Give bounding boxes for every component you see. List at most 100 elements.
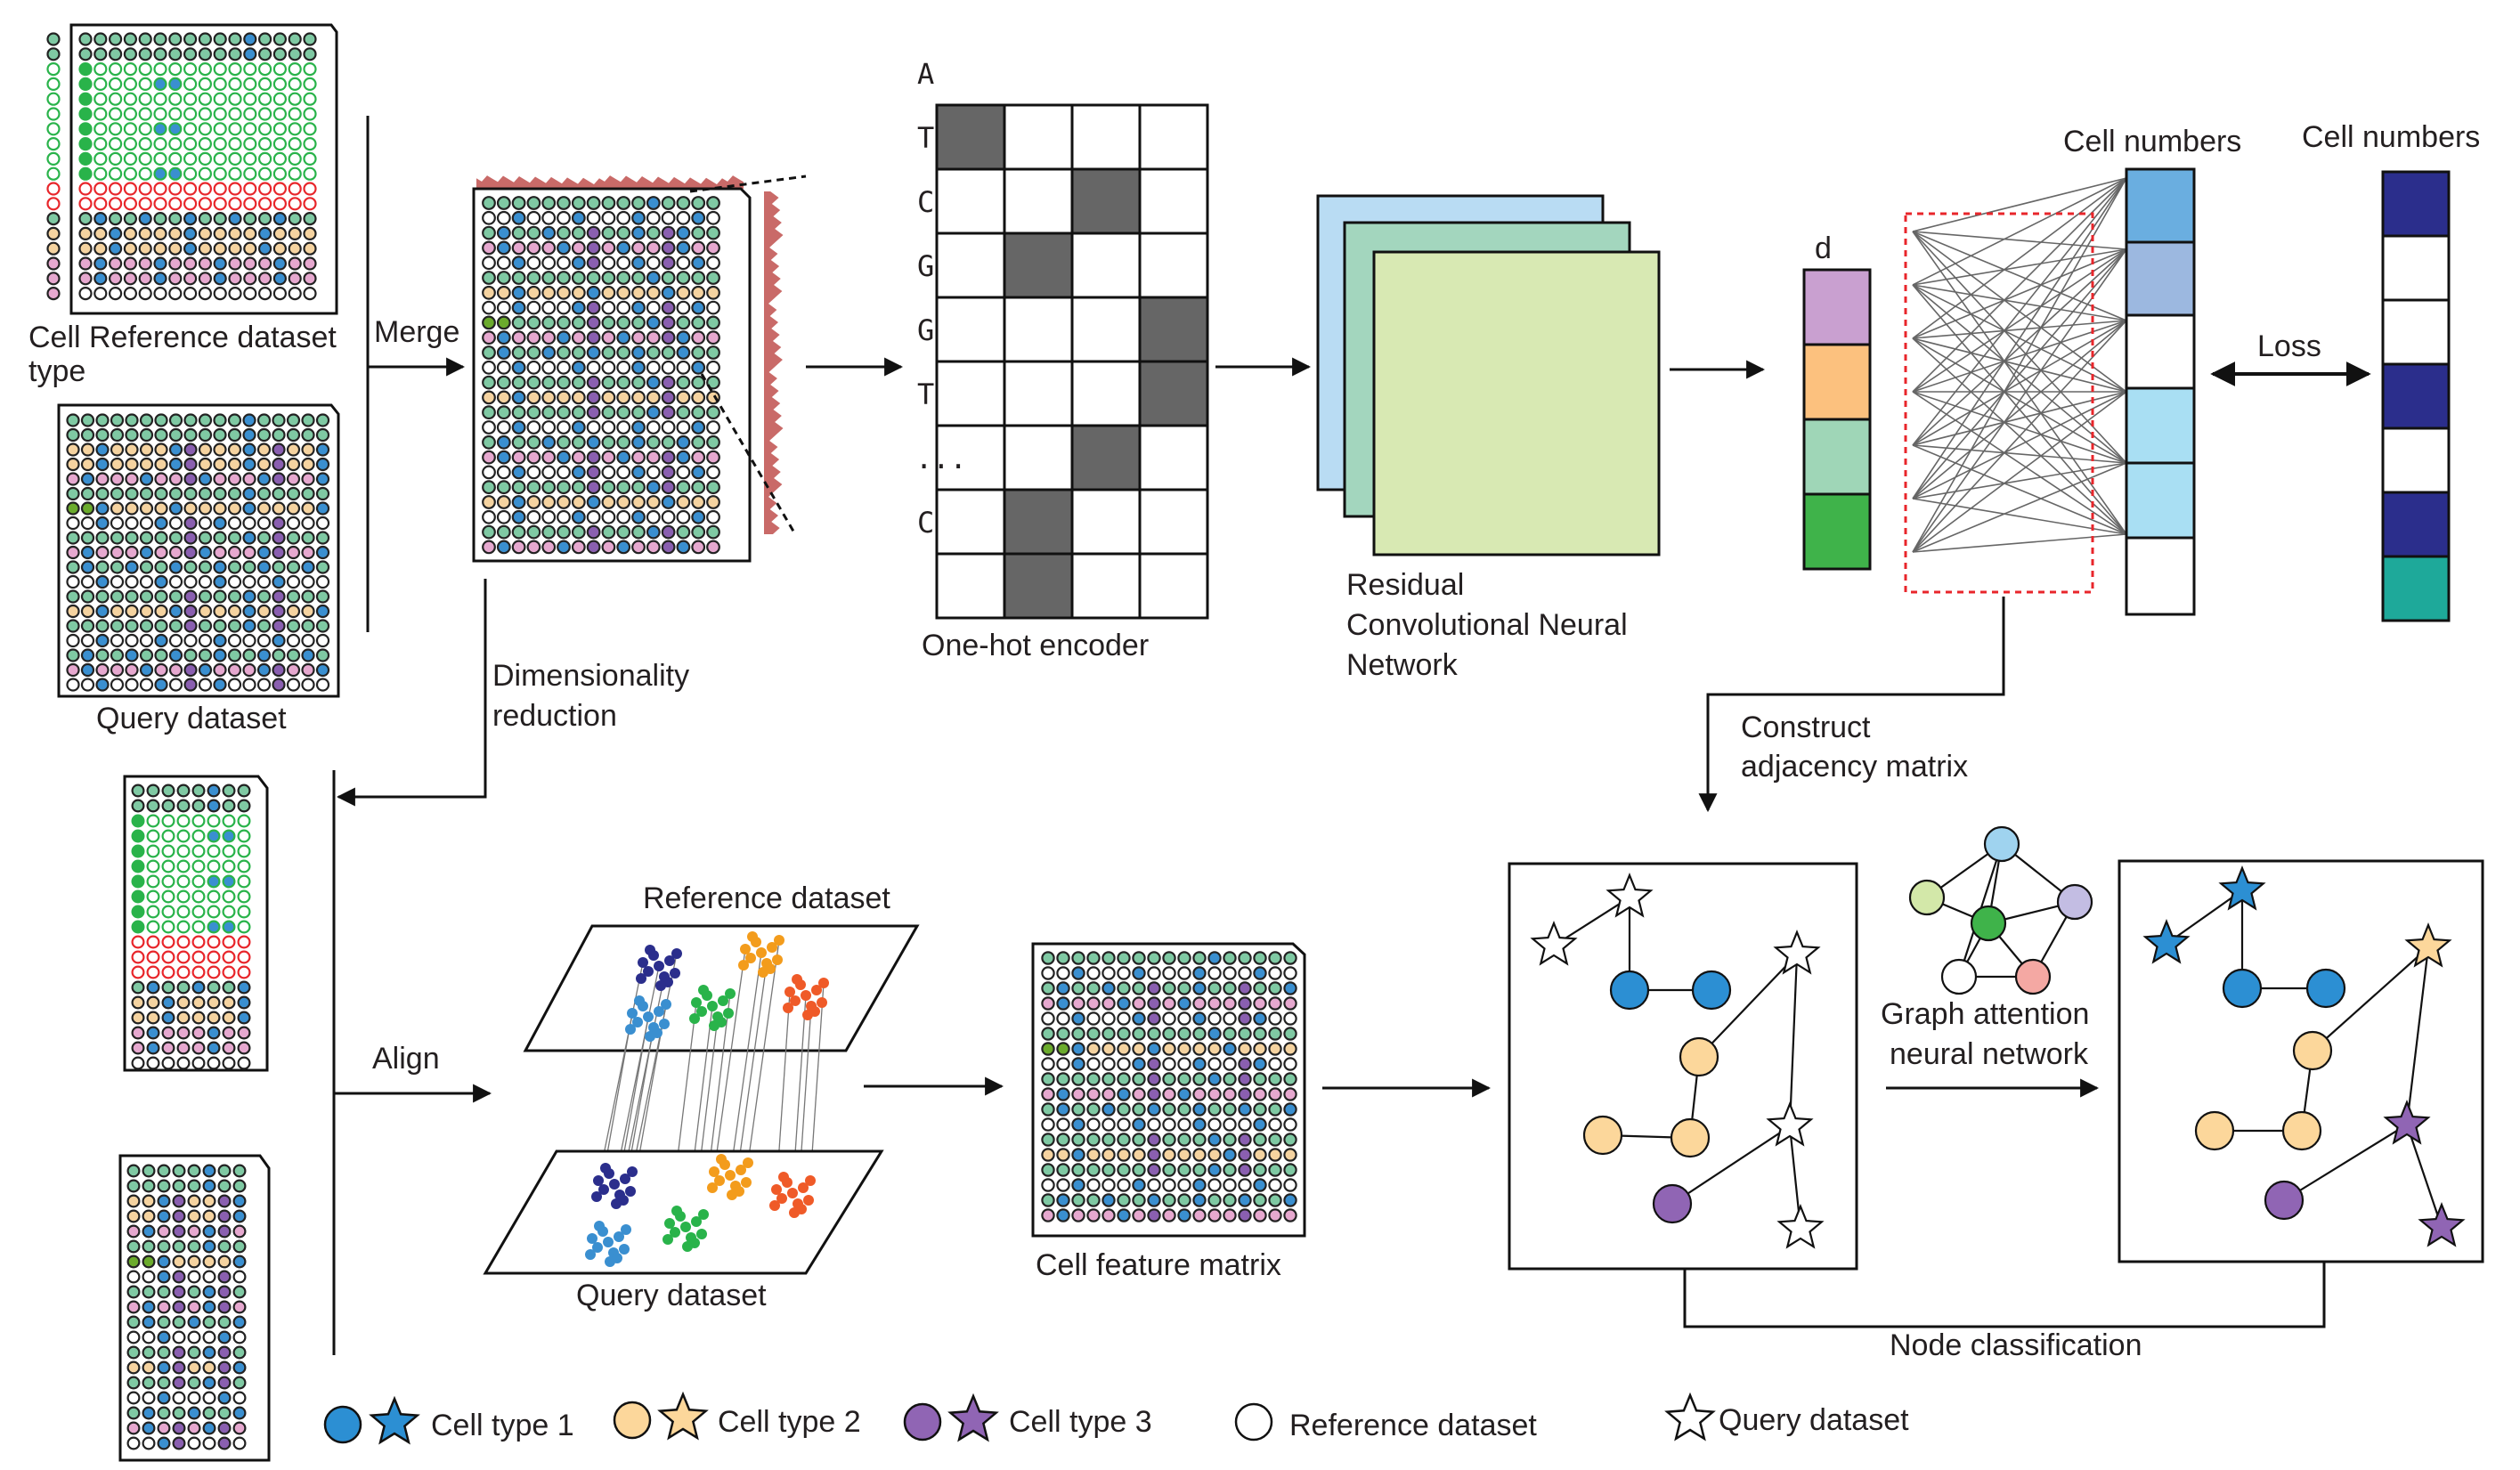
matrix-dot	[1268, 1148, 1282, 1162]
matrix-dot	[256, 443, 272, 457]
matrix-dot	[232, 1209, 247, 1223]
matrix-dot	[1192, 966, 1207, 980]
matrix-dot	[66, 472, 80, 486]
matrix-dot	[78, 92, 93, 106]
matrix-dot	[1071, 1072, 1085, 1086]
matrix-dot	[222, 920, 236, 934]
matrix-dot	[183, 604, 198, 619]
matrix-dot	[601, 420, 616, 435]
matrix-dot	[1132, 1193, 1146, 1207]
matrix-dot	[202, 1345, 216, 1360]
matrix-dot	[1283, 1102, 1297, 1117]
matrix-dot	[157, 1436, 171, 1450]
matrix-dot	[1147, 1163, 1161, 1177]
output-cell	[2125, 240, 2196, 317]
matrix-dot	[661, 465, 676, 480]
strip-dot	[46, 122, 61, 136]
onehot-cell	[935, 488, 1006, 556]
matrix-dot	[526, 509, 541, 524]
matrix-dot	[1132, 1027, 1146, 1041]
matrix-dot	[1238, 1163, 1252, 1177]
matrix-dot	[146, 980, 160, 995]
matrix-dot	[217, 1209, 232, 1223]
matrix-dot	[172, 1300, 186, 1314]
matrix-dot	[616, 360, 631, 375]
gat-label-2: neural network	[1890, 1037, 2089, 1071]
matrix-dot	[198, 92, 212, 106]
matrix-dot	[243, 256, 257, 271]
matrix-dot	[526, 256, 541, 271]
legend-star-query	[1664, 1392, 1716, 1442]
matrix-dot	[213, 589, 227, 604]
matrix-dot	[154, 516, 168, 531]
matrix-dot	[1223, 996, 1237, 1011]
matrix-dot	[157, 1224, 171, 1239]
graph-node	[2222, 968, 2263, 1009]
label-cell	[2381, 426, 2451, 494]
matrix-dot	[301, 501, 315, 516]
matrix-dot	[1268, 996, 1282, 1011]
matrix-dot	[303, 287, 317, 301]
matrix-dot	[131, 814, 145, 828]
matrix-dot	[496, 271, 511, 285]
matrix-dot	[138, 272, 152, 286]
matrix-dot	[198, 77, 212, 92]
matrix-dot	[1101, 1057, 1116, 1071]
matrix-dot	[526, 240, 541, 256]
matrix-dot	[138, 77, 152, 92]
matrix-dot	[541, 271, 557, 285]
matrix-dot	[256, 560, 272, 574]
matrix-dot	[482, 360, 496, 375]
d-cell	[1802, 418, 1872, 496]
scatter-dot	[670, 1227, 680, 1238]
matrix-dot	[288, 137, 302, 151]
matrix-dot	[157, 1391, 171, 1405]
matrix-dot	[676, 509, 691, 524]
matrix-dot	[161, 814, 175, 828]
matrix-dot	[168, 648, 183, 662]
matrix-dot	[138, 61, 152, 77]
matrix-dot	[1253, 1133, 1267, 1147]
matrix-dot	[80, 516, 95, 531]
matrix-dot	[286, 531, 301, 545]
matrix-dot	[243, 151, 257, 166]
fc-line	[1912, 320, 2127, 393]
matrix-dot	[243, 47, 257, 61]
matrix-dot	[1041, 1163, 1055, 1177]
matrix-dot	[217, 1239, 232, 1254]
fc-line	[1912, 177, 2127, 339]
matrix-dot	[202, 1270, 216, 1284]
matrix-dot	[616, 345, 631, 360]
matrix-dot	[646, 524, 661, 540]
matrix-dot	[646, 330, 661, 345]
reference-dataset-label: Reference dataset	[89, 321, 337, 354]
matrix-dot	[631, 465, 646, 480]
matrix-dot	[139, 662, 154, 678]
matrix-dot	[676, 524, 691, 540]
matrix-dot	[1101, 1011, 1116, 1026]
matrix-dot	[571, 420, 586, 435]
matrix-dot	[272, 619, 286, 633]
matrix-dot	[526, 210, 541, 225]
matrix-dot	[110, 427, 125, 443]
gat-label-1: Graph attention	[1881, 997, 2089, 1031]
onehot-cell	[1070, 296, 1142, 363]
matrix-dot	[78, 137, 93, 151]
matrix-dot	[1192, 1133, 1207, 1147]
matrix-dot	[187, 1179, 201, 1193]
matrix-dot	[541, 196, 557, 210]
matrix-dot	[526, 465, 541, 480]
matrix-dot	[272, 560, 286, 574]
matrix-dot	[66, 531, 80, 545]
matrix-dot	[168, 678, 183, 692]
legend-star-type-3	[947, 1393, 999, 1442]
matrix-dot	[526, 435, 541, 450]
matrix-dot	[168, 501, 183, 516]
matrix-dot	[272, 61, 287, 77]
strip-dot	[46, 287, 61, 301]
matrix-dot	[222, 829, 236, 843]
matrix-dot	[631, 405, 646, 420]
matrix-dot	[496, 256, 511, 271]
scatter-dot	[778, 1172, 789, 1182]
onehot-cell	[1070, 488, 1142, 556]
